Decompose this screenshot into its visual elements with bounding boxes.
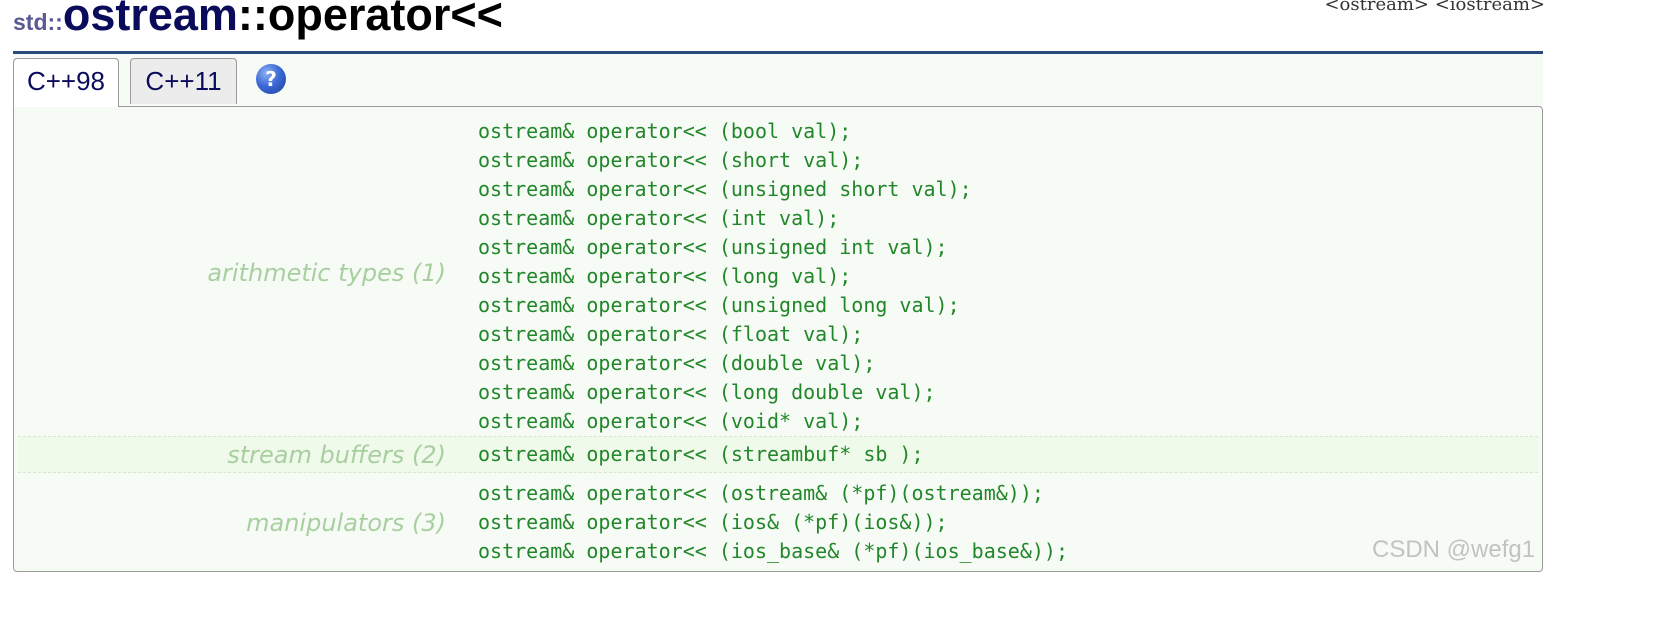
title-divider [13,51,1543,54]
group-stream-buffers: stream buffers (2) ostream& operator<< (… [18,436,1538,473]
group-label: stream buffers (2) [227,441,446,469]
tab-cpp98[interactable]: C++98 [13,58,119,107]
declaration-list: ostream& operator<< (ostream& (*pf)(ostr… [478,479,1068,566]
declaration-line: ostream& operator<< (double val); [478,351,876,375]
title-member: ::operator<< [237,0,503,40]
declaration-line: ostream& operator<< (short val); [478,148,864,172]
help-icon[interactable]: ? [256,64,286,94]
title-namespace: std:: [13,9,63,35]
group-label: arithmetic types (1) [207,259,446,287]
declaration-list: ostream& operator<< (bool val); ostream&… [478,117,972,436]
header-files: <ostream> <iostream> [1324,0,1545,15]
group-manipulators: manipulators (3) ostream& operator<< (os… [18,473,1538,571]
declaration-line: ostream& operator<< (bool val); [478,119,852,143]
declaration-line: ostream& operator<< (long double val); [478,380,936,404]
group-label: manipulators (3) [246,509,446,537]
declaration-line: ostream& operator<< (void* val); [478,409,864,433]
watermark: CSDN @wefg1 [1372,536,1536,563]
declaration-line: ostream& operator<< (int val); [478,206,840,230]
declarations-panel: arithmetic types (1) ostream& operator<<… [13,106,1543,572]
declaration-line: ostream& operator<< (float val); [478,322,864,346]
declaration-list: ostream& operator<< (streambuf* sb ); [478,437,924,472]
declaration-line: ostream& operator<< (streambuf* sb ); [478,442,924,466]
declaration-line: ostream& operator<< (ostream& (*pf)(ostr… [478,481,1044,505]
title-class-link[interactable]: ostream [62,0,238,40]
tab-cpp11[interactable]: C++11 [130,58,237,104]
declaration-line: ostream& operator<< (long val); [478,264,852,288]
group-arithmetic-types: arithmetic types (1) ostream& operator<<… [18,117,1538,443]
tab-bar [13,54,1543,106]
declaration-line: ostream& operator<< (unsigned int val); [478,235,948,259]
declaration-line: ostream& operator<< (unsigned long val); [478,293,960,317]
page-title: std::ostream::operator<< [13,0,503,37]
declaration-line: ostream& operator<< (ios_base& (*pf)(ios… [478,539,1069,563]
declaration-line: ostream& operator<< (ios& (*pf)(ios&)); [478,510,948,534]
declaration-line: ostream& operator<< (unsigned short val)… [478,177,972,201]
